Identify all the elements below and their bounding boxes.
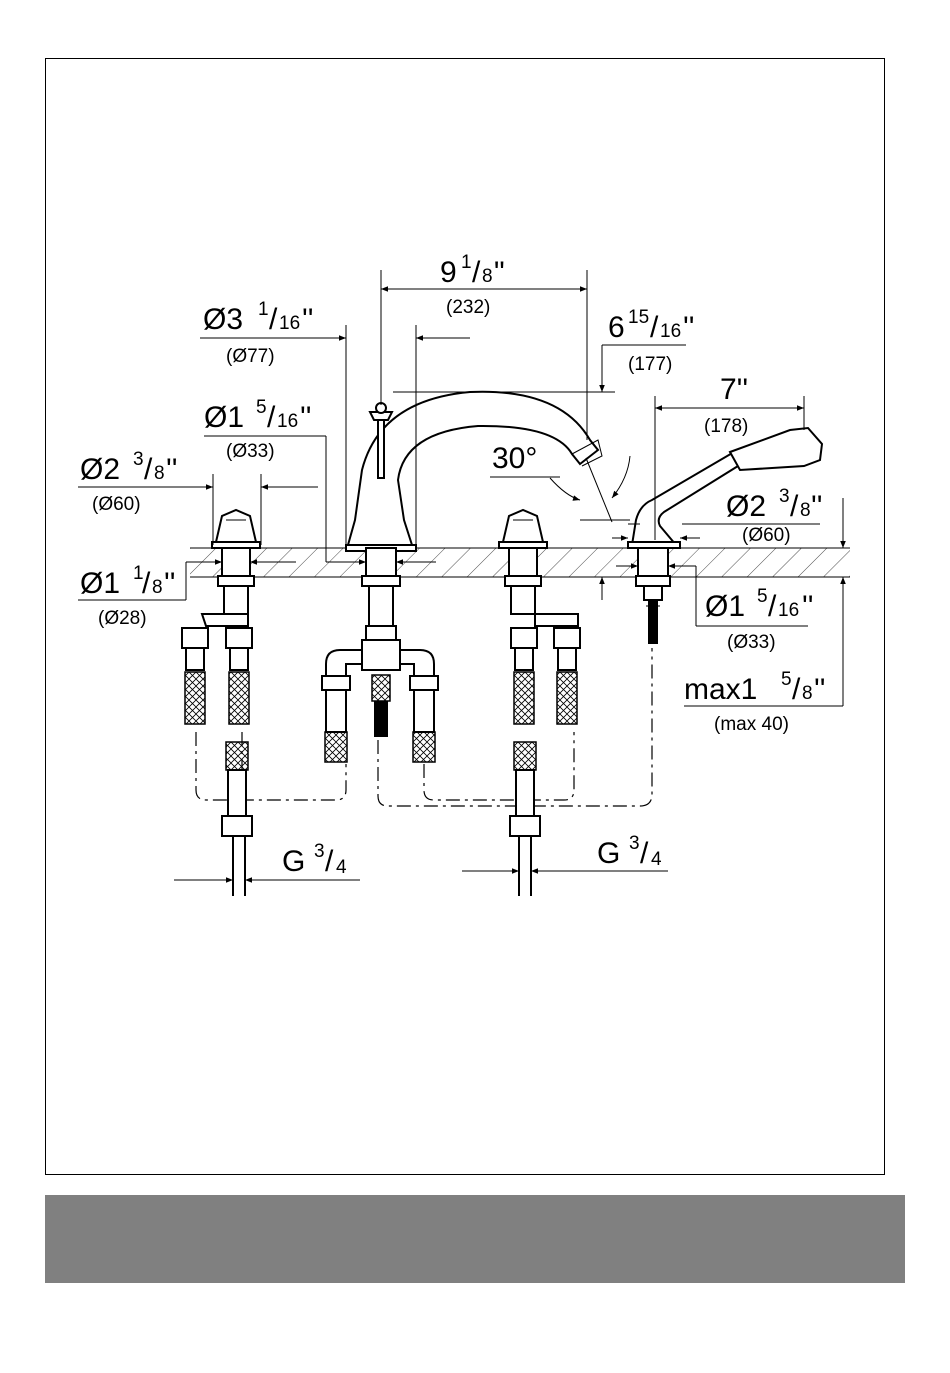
dim-handle-base-left-num: 3 xyxy=(133,449,144,470)
supply-lines xyxy=(222,742,540,896)
svg-text:/: / xyxy=(790,490,799,523)
dim-connection-right: G 3 / 4 xyxy=(597,833,662,870)
svg-text:/: / xyxy=(267,401,276,434)
svg-text:/: / xyxy=(768,590,777,623)
right-handle-valve xyxy=(499,510,580,724)
dim-spread-mm: (232) xyxy=(446,297,490,318)
dim-spread: 9 1 / 8 " (232) xyxy=(440,252,505,318)
dim-spread-whole: 9 xyxy=(440,256,457,289)
dim-handshower-base-mm: (Ø60) xyxy=(742,525,791,546)
dim-handle-base-left-den: 8 xyxy=(154,463,165,484)
dim-handshower-length-text: 7'' xyxy=(720,373,748,406)
dim-deck-thickness-num: 5 xyxy=(781,669,792,690)
svg-text:/: / xyxy=(325,845,334,878)
dim-handshower-shank-prefix: Ø1 xyxy=(705,590,745,623)
dim-connection-left: G 3 / 4 xyxy=(282,841,347,878)
left-handle-valve xyxy=(182,510,260,724)
dim-spout-hole-den: 16 xyxy=(279,313,300,334)
dim-handshower-base-num: 3 xyxy=(779,486,790,507)
dim-handshower-length: 7'' (178) xyxy=(704,373,748,437)
dim-connection-right-prefix: G xyxy=(597,837,620,870)
dim-handshower-shank-num: 5 xyxy=(757,586,768,607)
dim-handshower-shank-mm: (Ø33) xyxy=(727,632,776,653)
dim-spout-shank-mm: (Ø33) xyxy=(226,441,275,462)
svg-text:/: / xyxy=(472,256,481,289)
dim-spout-height-den: 16 xyxy=(660,321,681,342)
svg-text:/: / xyxy=(640,837,649,870)
dim-connection-left-prefix: G xyxy=(282,845,305,878)
dim-spout-shank-unit: '' xyxy=(300,401,311,434)
dim-spout-hole-unit: '' xyxy=(302,303,313,336)
dim-spout-height-whole: 6 xyxy=(608,311,625,344)
dim-spout-shank: Ø1 5 / 16 '' (Ø33) xyxy=(204,397,311,462)
dim-deck-thickness-mm: (max 40) xyxy=(714,714,789,735)
dim-connection-right-den: 4 xyxy=(651,849,662,870)
dim-handle-shank-left: Ø1 1 / 8 '' (Ø28) xyxy=(80,563,175,629)
dim-handshower-length-mm: (178) xyxy=(704,416,748,437)
dim-spout-height-num: 15 xyxy=(628,307,649,328)
dim-handshower-shank-unit: '' xyxy=(802,590,813,623)
dim-handle-base-left: Ø2 3 / 8 '' (Ø60) xyxy=(80,449,177,515)
dim-deck-thickness: max1 5 / 8 '' (max 40) xyxy=(684,669,825,735)
dim-handle-shank-left-prefix: Ø1 xyxy=(80,567,120,600)
dim-spout-hole: Ø3 1 / 16 '' (Ø77) xyxy=(203,299,313,367)
dim-handle-shank-left-unit: '' xyxy=(164,567,175,600)
svg-text:/: / xyxy=(792,673,801,706)
dim-spout-hole-num: 1 xyxy=(258,299,269,320)
dim-angle: 30° xyxy=(492,442,537,475)
dim-handle-base-left-mm: (Ø60) xyxy=(92,494,141,515)
dim-spout-height-mm: (177) xyxy=(628,354,672,375)
dim-spread-unit: " xyxy=(494,256,505,289)
dim-connection-left-den: 4 xyxy=(336,857,347,878)
dim-spout-height: 6 15 / 16 '' (177) xyxy=(608,307,694,375)
svg-text:/: / xyxy=(650,311,659,344)
dim-spout-shank-num: 5 xyxy=(256,397,267,418)
dim-spout-shank-prefix: Ø1 xyxy=(204,401,244,434)
dim-handle-base-left-unit: '' xyxy=(166,453,177,486)
dim-spout-hole-prefix: Ø3 xyxy=(203,303,243,336)
dim-handshower-base-den: 8 xyxy=(800,500,811,521)
dim-deck-thickness-den: 8 xyxy=(802,683,813,704)
dim-handshower-shank: Ø1 5 / 16 '' (Ø33) xyxy=(705,586,813,653)
dim-handshower-base: Ø2 3 / 8 '' (Ø60) xyxy=(726,486,822,546)
dim-handshower-shank-den: 16 xyxy=(778,600,799,621)
dim-deck-thickness-unit: '' xyxy=(814,673,825,706)
dim-spread-den: 8 xyxy=(482,266,493,287)
svg-text:/: / xyxy=(142,567,151,600)
dim-handle-shank-left-den: 8 xyxy=(152,577,163,598)
svg-text:/: / xyxy=(144,453,153,486)
dim-handshower-base-prefix: Ø2 xyxy=(726,490,766,523)
svg-text:/: / xyxy=(269,303,278,336)
dim-spout-shank-den: 16 xyxy=(277,411,298,432)
dim-connection-right-num: 3 xyxy=(629,833,640,854)
dim-deck-thickness-prefix: max1 xyxy=(684,673,757,706)
dim-spread-num: 1 xyxy=(461,252,472,273)
dim-handshower-base-unit: '' xyxy=(811,490,822,523)
dim-spout-height-unit: '' xyxy=(683,311,694,344)
dim-spout-hole-mm: (Ø77) xyxy=(226,346,275,367)
dim-handle-base-left-prefix: Ø2 xyxy=(80,453,120,486)
dim-handle-shank-left-mm: (Ø28) xyxy=(98,608,147,629)
dim-connection-left-num: 3 xyxy=(314,841,325,862)
